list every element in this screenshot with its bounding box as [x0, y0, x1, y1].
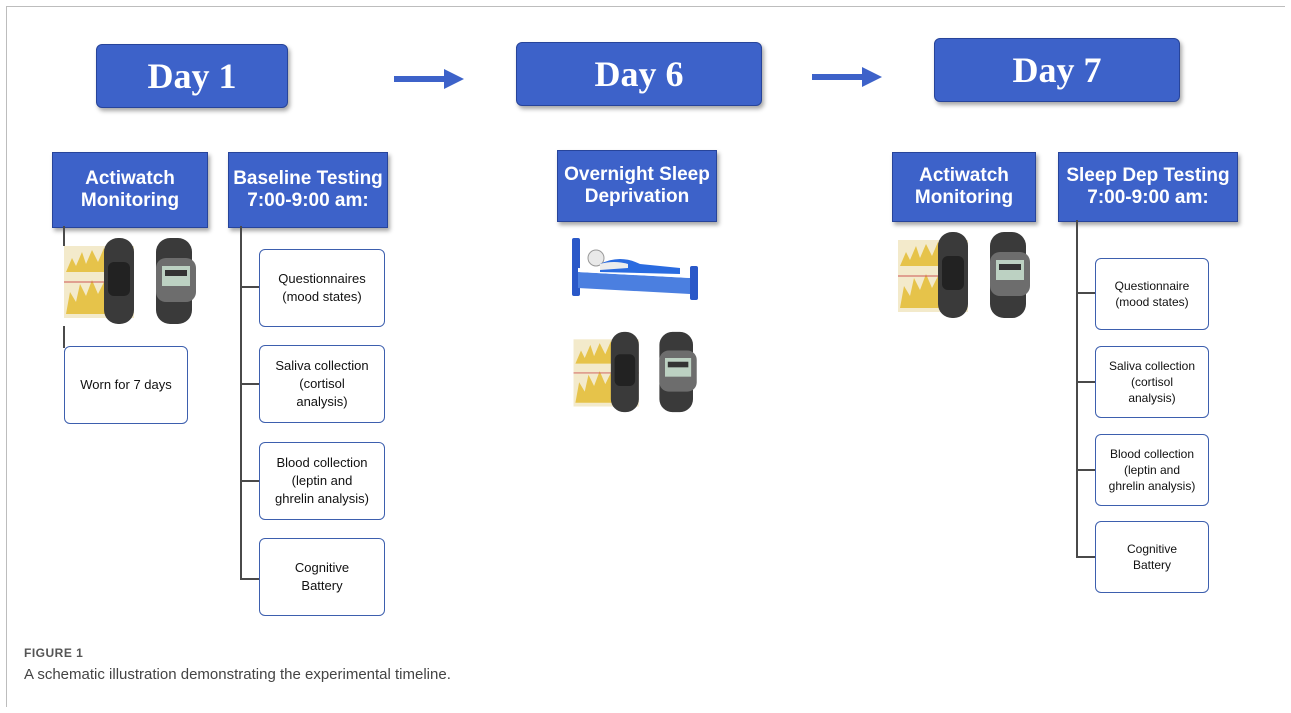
day7-item-cognitive: Cognitive Battery	[1095, 521, 1209, 593]
connector	[1076, 292, 1096, 294]
item-text: Battery	[1132, 558, 1171, 572]
baseline-line2: 7:00-9:00 am:	[247, 190, 369, 211]
connector	[1076, 220, 1078, 558]
connector	[63, 326, 65, 348]
sleep-dep-line1: Overnight Sleep	[564, 164, 710, 185]
item-text: Saliva collection	[1108, 359, 1196, 373]
sleep-dep-testing-line1: Sleep Dep Testing	[1066, 165, 1230, 186]
day-6-label: Day 6	[594, 54, 684, 94]
worn-note-text: Worn for 7 days	[80, 377, 172, 392]
figure-label: FIGURE 1	[24, 646, 84, 660]
baseline-line1: Baseline Testing	[233, 168, 383, 189]
item-text: Questionnaires	[278, 271, 366, 286]
item-text: (leptin and	[291, 473, 353, 488]
right-arrow-icon	[812, 67, 882, 87]
connector	[1076, 381, 1096, 383]
actiwatch-device-icon	[573, 331, 697, 413]
day1-actiwatch-line2: Monitoring	[80, 190, 180, 211]
connector	[240, 578, 260, 580]
day-7-label: Day 7	[1012, 50, 1102, 90]
day1-item-questionnaires: Questionnaires (mood states)	[259, 249, 385, 327]
item-text: Blood collection	[276, 455, 368, 470]
right-arrow-icon	[394, 69, 464, 89]
day1-item-cognitive: Cognitive Battery	[259, 538, 385, 616]
connector	[1076, 469, 1096, 471]
connector	[63, 226, 65, 246]
item-text: (cortisol	[299, 376, 345, 391]
day1-baseline-header: Baseline Testing 7:00-9:00 am:	[228, 152, 388, 228]
day7-actiwatch-header: Actiwatch Monitoring	[892, 152, 1036, 222]
item-text: ghrelin analysis)	[1108, 479, 1196, 493]
connector	[240, 480, 260, 482]
sleep-dep-testing-line2: 7:00-9:00 am:	[1087, 187, 1209, 208]
day1-item-blood: Blood collection (leptin and ghrelin ana…	[259, 442, 385, 520]
connector	[240, 286, 260, 288]
day6-sleep-dep-header: Overnight Sleep Deprivation	[557, 150, 717, 222]
actiwatch-device-icon	[898, 232, 1030, 318]
connector	[1076, 556, 1096, 558]
day1-actiwatch-line1: Actiwatch	[85, 168, 175, 189]
day7-actiwatch-line1: Actiwatch	[919, 165, 1009, 186]
sleep-dep-line2: Deprivation	[584, 186, 690, 207]
item-text: Cognitive	[294, 560, 350, 575]
day-1-label: Day 1	[147, 56, 237, 96]
item-text: (cortisol	[1130, 375, 1173, 389]
day-6-box: Day 6	[516, 42, 762, 106]
figure-frame	[6, 6, 1285, 707]
item-text: (mood states)	[282, 289, 362, 304]
day-7-box: Day 7	[934, 38, 1180, 102]
day-1-box: Day 1	[96, 44, 288, 108]
item-text: (leptin and	[1123, 463, 1181, 477]
day7-sleep-dep-testing-header: Sleep Dep Testing 7:00-9:00 am:	[1058, 152, 1238, 222]
item-text: Questionnaire	[1114, 279, 1190, 293]
day1-worn-note: Worn for 7 days	[64, 346, 188, 424]
item-text: Saliva collection	[275, 358, 369, 373]
item-text: analysis)	[1128, 391, 1176, 405]
item-text: (mood states)	[1115, 295, 1189, 309]
day7-actiwatch-line2: Monitoring	[914, 187, 1014, 208]
item-text: ghrelin analysis)	[275, 491, 369, 506]
connector	[240, 383, 260, 385]
sleeping-person-bed-icon	[572, 238, 698, 300]
actiwatch-device-icon	[64, 238, 196, 324]
item-text: Battery	[301, 578, 343, 593]
day7-item-saliva: Saliva collection (cortisol analysis)	[1095, 346, 1209, 418]
figure-caption: A schematic illustration demonstrating t…	[24, 666, 451, 683]
day1-actiwatch-header: Actiwatch Monitoring	[52, 152, 208, 228]
day7-item-blood: Blood collection (leptin and ghrelin ana…	[1095, 434, 1209, 506]
item-text: analysis)	[296, 394, 348, 409]
day1-item-saliva: Saliva collection (cortisol analysis)	[259, 345, 385, 423]
day7-item-questionnaire: Questionnaire (mood states)	[1095, 258, 1209, 330]
item-text: Cognitive	[1126, 542, 1178, 556]
item-text: Blood collection	[1109, 447, 1195, 461]
connector	[240, 226, 242, 580]
